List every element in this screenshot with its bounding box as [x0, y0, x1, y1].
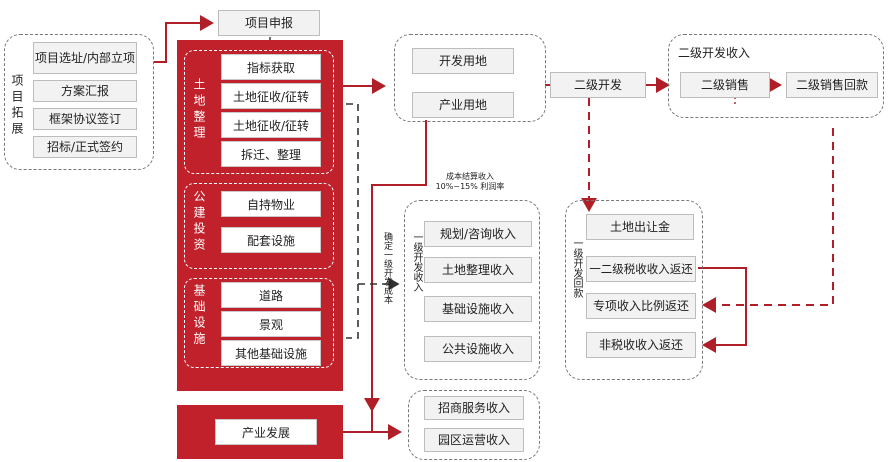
expansion-item-site: 项目选址/内部立项	[33, 42, 137, 74]
expansion-side-label: 项目拓展	[10, 74, 24, 138]
land-use-industry: 产业用地	[412, 92, 514, 118]
project-expansion-group	[4, 34, 154, 170]
primary-income-header: 成本结算收入 10%~15% 利润率	[435, 172, 505, 191]
infra-label: 基础设施	[192, 284, 206, 348]
income-public: 公共设施收入	[424, 336, 532, 362]
project-report-box: 项目申报	[218, 10, 320, 36]
land-group	[184, 50, 334, 174]
income-planning: 规划/咨询收入	[424, 221, 532, 247]
secondary-income-group	[668, 34, 884, 118]
income-investment-service: 招商服务收入	[424, 396, 524, 420]
arrow-expansion-to-report	[154, 15, 214, 63]
return-special: 专项收入比例返还	[586, 293, 696, 319]
cost-note: 确定一级开发成本	[382, 232, 392, 304]
return-land-fee: 土地出让金	[586, 214, 694, 240]
infra-item-other: 其他基础设施	[221, 340, 321, 366]
return-non-tax: 非税收收入返还	[586, 332, 696, 358]
arrow-industry-land	[371, 120, 427, 432]
expansion-item-bid: 招标/正式签约	[33, 136, 137, 158]
arrow-tax-loop	[698, 267, 747, 353]
land-label: 土地整理	[192, 78, 206, 142]
income-land: 土地整理收入	[424, 257, 532, 283]
bracket-cost	[346, 103, 359, 339]
primary-return-group	[565, 200, 703, 380]
secondary-sales-return: 二级销售回款	[786, 72, 878, 98]
expansion-item-plan: 方案汇报	[33, 80, 137, 102]
land-item-acquire-2: 土地征收/征转	[221, 112, 321, 138]
public-label: 公建投资	[192, 190, 206, 254]
secondary-income-title: 二级开发收入	[678, 46, 751, 60]
primary-income-side-label: 一级开发收入	[411, 232, 422, 292]
income-infra: 基础设施收入	[424, 296, 532, 322]
public-item-own: 自持物业	[221, 191, 321, 217]
primary-income-group	[404, 200, 540, 380]
primary-return-side-label: 一级开发回款	[571, 238, 582, 298]
land-use-group	[394, 34, 546, 122]
public-item-facility: 配套设施	[221, 227, 321, 253]
industry-income-group	[408, 390, 540, 460]
return-tax: 一二级税收收入返还	[586, 256, 696, 282]
public-group	[184, 183, 334, 269]
secondary-dev: 二级开发	[550, 72, 646, 98]
arrow-return-to-special	[702, 128, 834, 313]
land-item-index: 指标获取	[221, 54, 321, 80]
land-item-acquire-1: 土地征收/征转	[221, 83, 321, 109]
infra-item-landscape: 景观	[221, 311, 321, 337]
expansion-item-framework: 框架协议签订	[33, 108, 137, 130]
secondary-sales: 二级销售	[680, 72, 770, 98]
infra-group	[184, 278, 334, 368]
infra-item-road: 道路	[221, 282, 321, 308]
land-item-demolish: 拆迁、整理	[221, 141, 321, 167]
land-use-dev: 开发用地	[412, 48, 514, 74]
industry-label: 产业发展	[215, 419, 317, 445]
income-park-operation: 园区运营收入	[424, 428, 524, 452]
